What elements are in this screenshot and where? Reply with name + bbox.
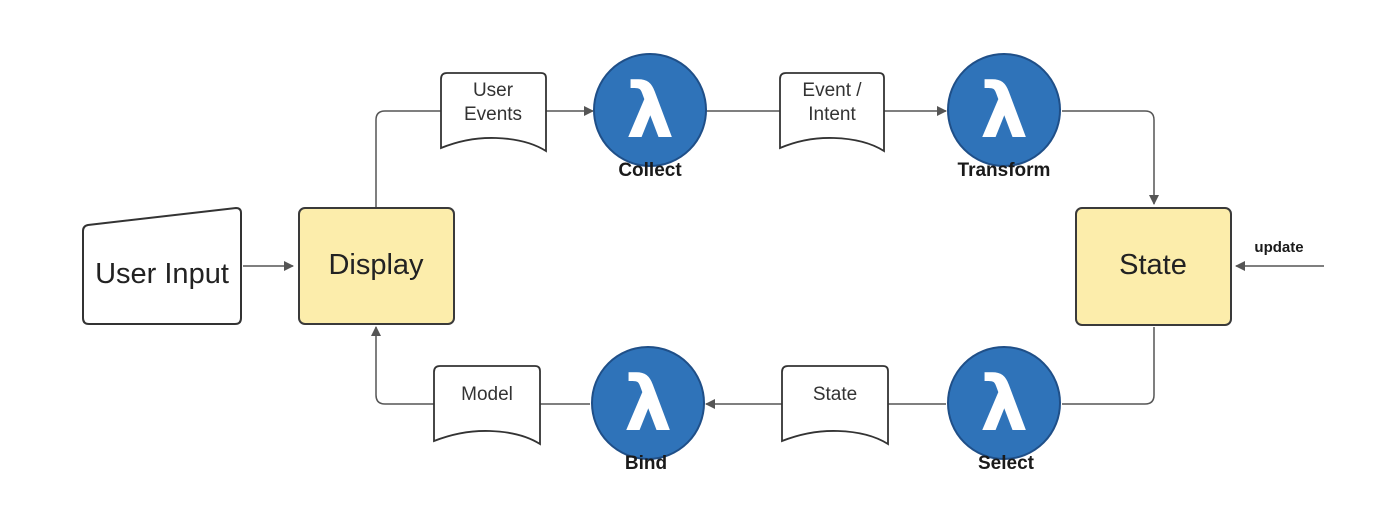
event-intent-doc-shape [779, 72, 885, 153]
event-intent-label-line2: Intent [808, 104, 856, 125]
event-intent-document[interactable]: Event / Intent [779, 72, 885, 153]
user-events-label-line2: Events [464, 104, 522, 125]
bind-lambda-icon [591, 346, 705, 460]
user-input-node[interactable]: User Input [82, 206, 242, 325]
select-label: Select [978, 453, 1035, 474]
user-input-label: User Input [95, 258, 229, 290]
state-node[interactable]: State [1075, 207, 1232, 326]
state-doc-label: State [813, 384, 857, 405]
select-lambda-icon [947, 346, 1061, 460]
state-document[interactable]: State [781, 365, 889, 446]
user-events-document[interactable]: User Events [440, 72, 547, 153]
model-doc-label: Model [461, 384, 513, 405]
transform-lambda-symbol: λ [980, 66, 1028, 155]
display-box [298, 207, 455, 325]
state-label: State [1119, 249, 1187, 281]
state-doc-shape [781, 365, 889, 446]
bind-lambda-symbol: λ [624, 359, 672, 448]
bind-label: Bind [625, 453, 667, 474]
user-events-label-line1: User [473, 80, 514, 101]
update-label: update [1254, 239, 1303, 256]
model-doc-shape [433, 365, 541, 446]
model-document[interactable]: Model [433, 365, 541, 446]
event-intent-label-line1: Event / [802, 80, 862, 101]
transform-lambda-node[interactable]: λ Transform [947, 53, 1061, 181]
select-lambda-symbol: λ [980, 359, 1028, 448]
transform-label: Transform [958, 160, 1051, 181]
collect-label: Collect [618, 160, 682, 181]
user-events-doc-shape [440, 72, 547, 153]
collect-lambda-icon [593, 53, 707, 167]
user-input-shape [82, 206, 242, 325]
arrow-transform-to-state [1062, 110, 1159, 205]
arrow-model-to-display [371, 326, 434, 405]
select-lambda-node[interactable]: λ Select [947, 346, 1061, 474]
state-box [1075, 207, 1232, 326]
transform-lambda-icon [947, 53, 1061, 167]
connectors [243, 106, 1324, 409]
collect-lambda-symbol: λ [626, 66, 674, 155]
display-label: Display [328, 249, 424, 281]
collect-lambda-node[interactable]: λ Collect [593, 53, 707, 181]
bind-lambda-node[interactable]: λ Bind [591, 346, 705, 474]
edge-display-to-user-events [375, 110, 441, 207]
edge-state-to-select [1062, 327, 1155, 405]
display-node[interactable]: Display [298, 207, 455, 325]
